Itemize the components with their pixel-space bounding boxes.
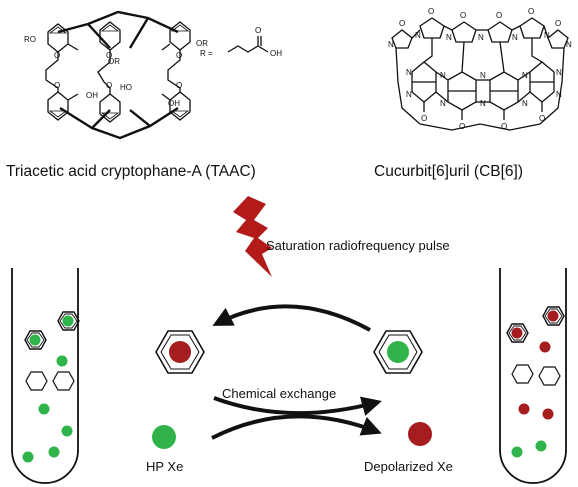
pulse-label: Saturation radiofrequency pulse [266, 238, 450, 253]
empty-cage-hexagon [52, 371, 75, 391]
cb6-o-label-1: O [399, 19, 405, 28]
cb6-n-label-10: N [440, 71, 446, 80]
lightning-bolt-icon [233, 196, 272, 277]
cb6-n-label-9: N [406, 90, 412, 99]
empty-cage-hexagon [538, 366, 561, 386]
depolarized-xe-label: Depolarized Xe [364, 459, 453, 474]
taac-r-definition: R = [200, 49, 213, 58]
cb6-structure [391, 17, 569, 131]
polarized-xenon-in-cage [62, 315, 74, 327]
cb6-n-label-6: N [544, 31, 550, 40]
taac-ro-label: RO [24, 35, 36, 44]
taac-o-label-6: O [106, 81, 112, 90]
polarized-xenon [38, 403, 50, 415]
polarized-xenon [61, 425, 73, 437]
cb6-o-label-6: O [555, 19, 561, 28]
cb6-n-label-13: N [480, 99, 486, 108]
polarized-xenon [511, 446, 523, 458]
chemical-exchange-label: Chemical exchange [222, 386, 336, 401]
cb6-o-label-2: O [428, 7, 434, 16]
cb6-n-label-8: N [406, 68, 412, 77]
cb6-o-label-3: O [460, 11, 466, 20]
cb6-n-label-5: N [512, 33, 518, 42]
cb6-n-label-3: N [446, 33, 452, 42]
taac-oh-label-2: OH [168, 99, 180, 108]
cb6-n-label-17: N [556, 90, 562, 99]
cb6-n-label-11: N [440, 99, 446, 108]
right-test-tube [499, 268, 567, 484]
cb6-atom-labels: O O O O O O O O O O N N N N N N N N N N … [388, 7, 572, 131]
polarized-xenon [56, 355, 68, 367]
cage-hexagon [59, 313, 78, 329]
cage-hexagon [542, 306, 565, 326]
pulse-arrow [212, 304, 371, 332]
caged-depolarized-xenon [155, 330, 205, 374]
taac-r-oh-label: OH [270, 49, 282, 58]
depolarized-xenon [542, 408, 554, 420]
depolarized-xenon [518, 403, 530, 415]
cb6-o-label-10: O [539, 114, 545, 123]
cb6-n-label-4: N [478, 33, 484, 42]
taac-o-label-2: O [54, 81, 60, 90]
cb6-o-label-8: O [459, 122, 465, 131]
hp-xe-label: HP Xe [146, 459, 183, 474]
taac-structure [45, 10, 269, 140]
cb6-n-label-15: N [522, 99, 528, 108]
depolarized-xenon-in-cage [547, 310, 559, 322]
right-tube-outline [499, 268, 567, 484]
cage-hexagon [24, 330, 47, 350]
cb6-caption: Cucurbit[6]uril (CB[6]) [374, 163, 523, 180]
taac-o-label-4: O [176, 51, 182, 60]
hp-xenon-atom [152, 425, 176, 449]
polarized-xenon [535, 440, 547, 452]
empty-cage-hexagon [511, 364, 534, 384]
cb6-n-label-14: N [522, 71, 528, 80]
cage-hexagon [544, 308, 563, 324]
taac-or-label-2: OR [196, 39, 208, 48]
exchange-arrow-upper [213, 396, 382, 416]
polarized-xenon-in-cage [29, 334, 41, 346]
left-test-tube [11, 268, 80, 484]
cage-hexagon [57, 311, 80, 331]
cb6-o-label-9: O [501, 122, 507, 131]
cb6-o-label-4: O [496, 11, 502, 20]
depolarized-xenon-atom [408, 422, 432, 446]
cb6-o-label-5: O [528, 7, 534, 16]
depolarized-xenon-in-cage [511, 327, 523, 339]
cage-hexagon [26, 332, 45, 348]
taac-ho-label: HO [120, 83, 132, 92]
left-tube-outline [11, 268, 79, 484]
polarized-xenon [48, 446, 60, 458]
taac-o-label-3: O [106, 51, 112, 60]
cb6-n-label-2: N [415, 31, 421, 40]
taac-or-label-1: OR [108, 57, 120, 66]
taac-o-label-5: O [176, 81, 182, 90]
cb6-n-label-7: N [566, 40, 572, 49]
cb6-o-label-7: O [421, 114, 427, 123]
taac-r-o-label: O [255, 26, 261, 35]
cb6-n-label-12: N [480, 71, 486, 80]
depolarized-xenon [539, 341, 551, 353]
cb6-n-label-1: N [388, 40, 394, 49]
caged-polarized-xenon [373, 330, 423, 374]
exchange-arrow-lower [211, 414, 382, 440]
cage-hexagon [506, 323, 529, 343]
cb6-n-label-16: N [556, 68, 562, 77]
taac-atom-labels: RO OR OR O O O O O O OH OH HO R = O OH [24, 26, 282, 108]
taac-caption: Triacetic acid cryptophane-A (TAAC) [6, 163, 256, 180]
taac-oh-label-1: OH [86, 91, 98, 100]
polarized-xenon [22, 451, 34, 463]
cage-hexagon [508, 325, 527, 341]
taac-o-label-1: O [54, 51, 60, 60]
empty-cage-hexagon [25, 371, 48, 391]
